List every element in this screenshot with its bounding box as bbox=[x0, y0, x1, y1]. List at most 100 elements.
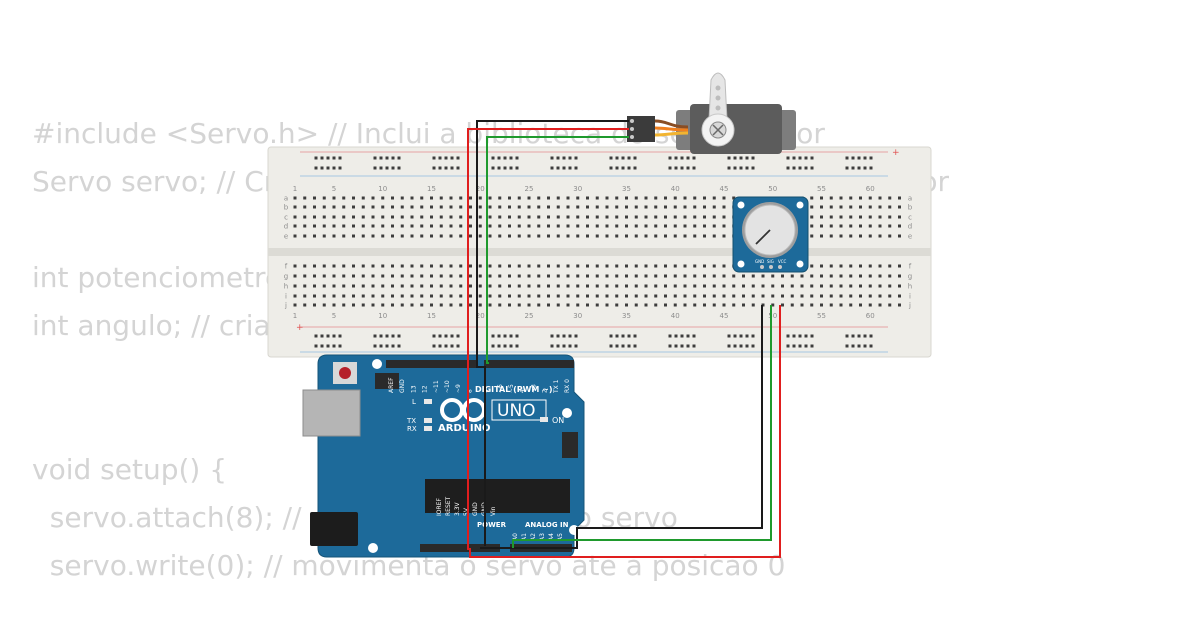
breadboard-hole bbox=[732, 294, 736, 298]
breadboard-hole bbox=[586, 294, 589, 298]
breadboard-hole bbox=[469, 234, 472, 238]
breadboard-hole bbox=[537, 234, 541, 238]
rail-hole bbox=[515, 334, 519, 338]
model-label: UNO bbox=[497, 401, 536, 421]
breadboard-hole bbox=[498, 196, 502, 200]
breadboard-hole bbox=[644, 196, 648, 200]
breadboard-hole bbox=[517, 224, 521, 228]
rx-label: RX bbox=[407, 425, 417, 433]
rail-hole bbox=[733, 156, 737, 160]
breadboard-hole bbox=[478, 274, 482, 278]
rail-hole bbox=[509, 334, 513, 338]
rail-hole bbox=[627, 156, 631, 160]
breadboard-hole bbox=[898, 284, 901, 288]
row-letter: b bbox=[908, 204, 913, 212]
breadboard-hole bbox=[605, 274, 609, 278]
rail-hole bbox=[509, 156, 513, 160]
rail-hole bbox=[804, 166, 808, 170]
rail-hole bbox=[686, 166, 690, 170]
pot-pin bbox=[778, 265, 782, 269]
breadboard-hole bbox=[829, 224, 833, 228]
breadboard-hole bbox=[820, 294, 823, 298]
breadboard-hole bbox=[430, 215, 433, 219]
power-header bbox=[420, 544, 500, 552]
row-letter: a bbox=[908, 195, 912, 203]
breadboard-hole bbox=[673, 224, 677, 228]
breadboard-hole bbox=[410, 303, 414, 307]
rail-hole bbox=[391, 156, 395, 160]
column-number: 15 bbox=[427, 312, 436, 320]
breadboard-hole bbox=[517, 205, 521, 209]
breadboard-hole bbox=[712, 205, 716, 209]
breadboard-hole bbox=[469, 294, 472, 298]
breadboard-hole bbox=[810, 196, 814, 200]
breadboard-hole bbox=[810, 284, 814, 288]
column-number: 1 bbox=[293, 185, 297, 193]
breadboard-hole bbox=[303, 274, 307, 278]
breadboard-hole bbox=[859, 224, 862, 228]
breadboard-hole bbox=[644, 234, 648, 238]
breadboard-hole bbox=[361, 303, 365, 307]
breadboard-hole bbox=[839, 274, 843, 278]
breadboard-hole bbox=[449, 205, 453, 209]
breadboard-hole bbox=[829, 294, 833, 298]
breadboard-hole bbox=[381, 224, 385, 228]
column-number: 1 bbox=[293, 312, 297, 320]
breadboard-hole bbox=[342, 215, 346, 219]
breadboard-hole bbox=[878, 284, 882, 288]
breadboard-hole bbox=[430, 224, 433, 228]
breadboard-hole bbox=[625, 234, 628, 238]
rail-hole bbox=[751, 156, 755, 160]
breadboard-hole bbox=[732, 284, 736, 288]
rail-hole bbox=[314, 166, 318, 170]
breadboard-hole bbox=[673, 234, 677, 238]
breadboard-hole bbox=[683, 303, 687, 307]
breadboard-hole bbox=[459, 234, 463, 238]
breadboard-hole bbox=[410, 205, 414, 209]
row-letter: f bbox=[909, 263, 912, 271]
breadboard-hole bbox=[586, 196, 589, 200]
digital-pin-label: ~5 bbox=[508, 384, 515, 393]
rail-hole bbox=[745, 344, 749, 348]
mount-hole bbox=[562, 408, 572, 418]
power-jack bbox=[310, 512, 358, 546]
breadboard-hole bbox=[391, 215, 394, 219]
breadboard-hole bbox=[556, 294, 560, 298]
reset-button[interactable] bbox=[339, 367, 351, 379]
breadboard-hole bbox=[508, 294, 511, 298]
breadboard-hole bbox=[673, 205, 677, 209]
breadboard-hole bbox=[517, 234, 521, 238]
breadboard-hole bbox=[313, 234, 316, 238]
breadboard-hole bbox=[898, 205, 901, 209]
breadboard-hole bbox=[605, 264, 609, 268]
breadboard-hole bbox=[625, 284, 628, 288]
rail-hole bbox=[373, 344, 377, 348]
row-letter: i bbox=[909, 293, 911, 301]
breadboard-hole bbox=[556, 284, 560, 288]
rail-plus-label: + bbox=[892, 148, 900, 158]
digital-pin-label: AREF bbox=[388, 377, 395, 393]
breadboard-hole bbox=[420, 196, 424, 200]
breadboard-hole bbox=[352, 205, 355, 209]
breadboard-hole bbox=[556, 196, 560, 200]
servo-cable-red bbox=[654, 126, 689, 132]
rail-hole bbox=[863, 334, 867, 338]
breadboard-hole bbox=[449, 284, 453, 288]
l-led bbox=[424, 399, 432, 404]
breadboard-hole bbox=[391, 196, 394, 200]
breadboard-hole bbox=[478, 284, 482, 288]
breadboard-hole bbox=[332, 264, 336, 268]
analog-pin-label: A3 bbox=[539, 533, 546, 541]
breadboard-hole bbox=[654, 303, 658, 307]
breadboard-hole bbox=[439, 303, 443, 307]
rail-hole bbox=[550, 166, 554, 170]
breadboard-hole bbox=[547, 264, 550, 268]
breadboard-hole bbox=[449, 274, 453, 278]
rail-hole bbox=[332, 156, 336, 160]
breadboard-hole bbox=[430, 264, 433, 268]
breadboard-hole bbox=[722, 274, 726, 278]
rail-hole bbox=[792, 156, 796, 160]
breadboard-hole bbox=[381, 264, 385, 268]
breadboard-hole bbox=[352, 224, 355, 228]
breadboard-hole bbox=[829, 234, 833, 238]
